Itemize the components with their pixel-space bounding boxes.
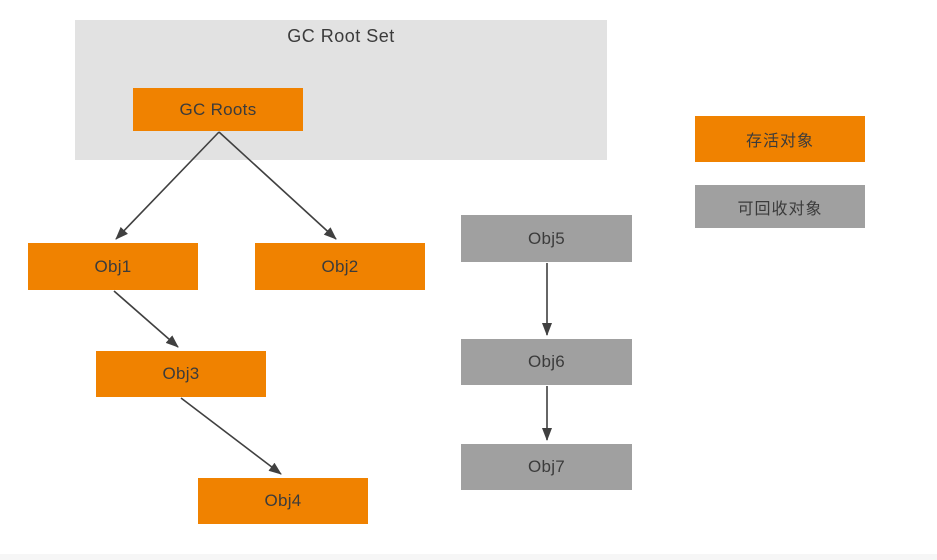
node-obj7: Obj7: [461, 444, 632, 490]
node-obj4-label: Obj4: [264, 491, 302, 510]
node-obj2-label: Obj2: [321, 256, 359, 276]
gc-root-set-title: GC Root Set: [287, 26, 395, 46]
node-obj4: Obj4: [198, 478, 368, 524]
legend-collectable-objects-label: 可回收对象: [737, 200, 823, 218]
node-obj6: Obj6: [461, 339, 632, 385]
node-obj3-label: Obj3: [162, 364, 200, 383]
bottom-edge-strip: [0, 554, 937, 560]
legend-live-objects-label: 存活对象: [745, 133, 814, 150]
node-obj7-label: Obj7: [527, 457, 566, 476]
legend-collectable-objects: 可回收对象: [695, 185, 865, 228]
arrow-obj3-to-obj4: [180, 397, 282, 475]
node-obj2: Obj2: [255, 243, 425, 290]
node-obj6-label: Obj6: [527, 352, 566, 371]
node-obj1: Obj1: [28, 243, 198, 290]
node-gc-roots-label: GC Roots: [179, 99, 257, 119]
node-obj5-label: Obj5: [527, 228, 566, 248]
node-obj3: Obj3: [96, 351, 266, 397]
node-gc-roots: GC Roots: [133, 88, 303, 131]
node-obj5: Obj5: [461, 215, 632, 262]
legend-live-objects: 存活对象: [695, 116, 865, 162]
arrow-obj1-to-obj3: [113, 290, 179, 348]
node-obj1-label: Obj1: [94, 256, 132, 276]
